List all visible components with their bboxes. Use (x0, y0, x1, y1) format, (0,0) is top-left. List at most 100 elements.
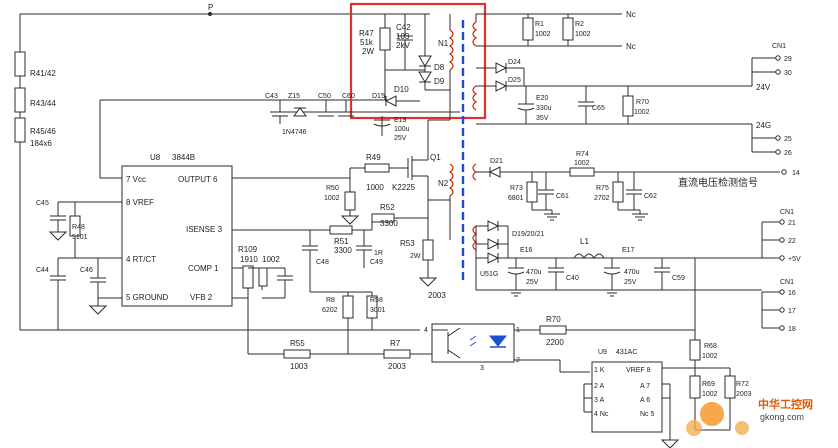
label-n1: N1 (438, 39, 449, 48)
label-n2: N2 (438, 179, 449, 188)
label-r47-watt: 2W (362, 47, 374, 56)
label-14: 14 (792, 170, 800, 177)
pin-vref: 8 VREF (126, 198, 154, 207)
label-r48-value: 5101 (72, 234, 88, 241)
label-c65: C65 (592, 105, 605, 112)
label-r53: R53 (400, 239, 415, 248)
pin-ground: 5 GROUND (126, 293, 168, 302)
label-e16-value: 470u (526, 269, 542, 276)
label-r58: R58 (370, 297, 383, 304)
pin-rtct: 4 RT/CT (126, 255, 156, 264)
label-r49: R49 (366, 153, 381, 162)
pin-a2: 2 A (594, 383, 604, 390)
label-c59: C59 (672, 275, 685, 282)
label-opt4: 4 (424, 327, 428, 334)
label-e20-value: 330u (536, 105, 552, 112)
label-d15: D15 (372, 93, 385, 100)
connector-cn1-bottom: CN1 16 17 18 (740, 279, 796, 333)
label-r2: R2 (575, 21, 584, 28)
label-r184: 184x6 (30, 139, 52, 148)
label-r8-value: 6202 (322, 307, 338, 314)
label-2003: 2003 (428, 291, 446, 300)
label-r73-value: 6801 (508, 195, 524, 202)
label-r75: R75 (596, 185, 609, 192)
watermark-title: 中华工控网 (758, 397, 813, 411)
label-nc2: Nc (626, 42, 636, 51)
label-c44: C44 (36, 267, 49, 274)
pin-nc5: Nc 5 (640, 411, 655, 418)
label-c42: C42 (396, 23, 411, 32)
label-r47: R47 (359, 29, 374, 38)
pin-comp: COMP 1 (188, 264, 219, 273)
label-u9-part: 431AC (616, 349, 637, 356)
pin-vcc: 7 Vcc (126, 175, 146, 184)
pin-25: 25 (784, 136, 792, 143)
label-cn1-middle: CN1 (780, 209, 794, 216)
label-r58-value: 3001 (370, 307, 386, 314)
label-l1: L1 (580, 237, 589, 246)
label-r75-value: 2702 (594, 195, 610, 202)
label-c62: C62 (644, 193, 657, 200)
label-r4546: R45/46 (30, 127, 56, 136)
label-e16-volt: 25V (526, 279, 539, 286)
pin-k1: 1 K (594, 367, 605, 374)
label-r50: R50 (326, 185, 339, 192)
label-r68: R68 (704, 343, 717, 350)
label-u9: U9 (598, 349, 607, 356)
label-r72-value: 2003 (736, 391, 752, 398)
label-5v: +5V (788, 256, 801, 263)
mosfet-q1: Q1 (407, 120, 441, 240)
label-e17: E17 (622, 247, 635, 254)
connector-cn1-middle: CN1 21 22 +5V (740, 209, 801, 263)
label-e16: E16 (520, 247, 533, 254)
label-r47-value: 51k (360, 38, 374, 47)
label-r55: R55 (290, 339, 305, 348)
label-z15-value: 1N4746 (282, 129, 307, 136)
label-r68-value: 1002 (702, 353, 718, 360)
label-r7: R7 (390, 339, 401, 348)
label-k2225: K2225 (392, 183, 416, 192)
label-e20: E20 (536, 95, 549, 102)
pin-21: 21 (788, 220, 796, 227)
pin-a7: A 7 (640, 383, 650, 390)
label-r70b: R70 (546, 315, 561, 324)
label-d9: D9 (434, 77, 445, 86)
connector-cn1-top: CN1 29 30 25 26 (740, 43, 792, 157)
label-c46: C46 (80, 267, 93, 274)
label-r74-value: 1002 (574, 160, 590, 167)
label-d8: D8 (434, 63, 445, 72)
label-r70a: R70 (636, 99, 649, 106)
resistor-chain-left: R41/42 R43/44 R45/46 184x6 (14, 51, 56, 330)
label-e20-volt: 35V (536, 115, 549, 122)
label-r69-value: 1002 (702, 391, 718, 398)
pin-17: 17 (788, 308, 796, 315)
highlight-box (349, 2, 487, 120)
label-r74: R74 (576, 151, 589, 158)
label-c50: C50 (318, 93, 331, 100)
ic-u8: U8 3844B 7 Vcc OUTPUT 6 8 VREF ISENSE 3 … (121, 153, 233, 307)
label-24g: 24G (756, 121, 771, 130)
pin-16: 16 (788, 290, 796, 297)
label-r50-value: 1002 (324, 195, 340, 202)
label-e17-value: 470u (624, 269, 640, 276)
label-24v: 24V (756, 83, 771, 92)
pin-a6: A 6 (640, 397, 650, 404)
label-r109-value2: 1002 (262, 255, 280, 264)
label-r1: R1 (535, 21, 544, 28)
pin-output: OUTPUT 6 (178, 175, 218, 184)
pin-nc4: 4 Nc (594, 411, 609, 418)
label-e17-volt: 25V (624, 279, 637, 286)
label-r51-value: 3300 (334, 246, 352, 255)
label-r51: R51 (334, 237, 349, 246)
label-c42-kv: 2kV (396, 41, 410, 50)
pin-vfb: VFB 2 (190, 293, 213, 302)
label-u8: U8 (150, 153, 161, 162)
optocoupler: 4 3 1 2 (424, 323, 520, 372)
label-r7-value: 2003 (388, 362, 406, 371)
label-opt3: 3 (480, 365, 484, 372)
pin-a3: 3 A (594, 397, 604, 404)
label-r48: R48 (72, 224, 85, 231)
label-r1-value: 1002 (535, 31, 551, 38)
label-nc1: Nc (626, 10, 636, 19)
